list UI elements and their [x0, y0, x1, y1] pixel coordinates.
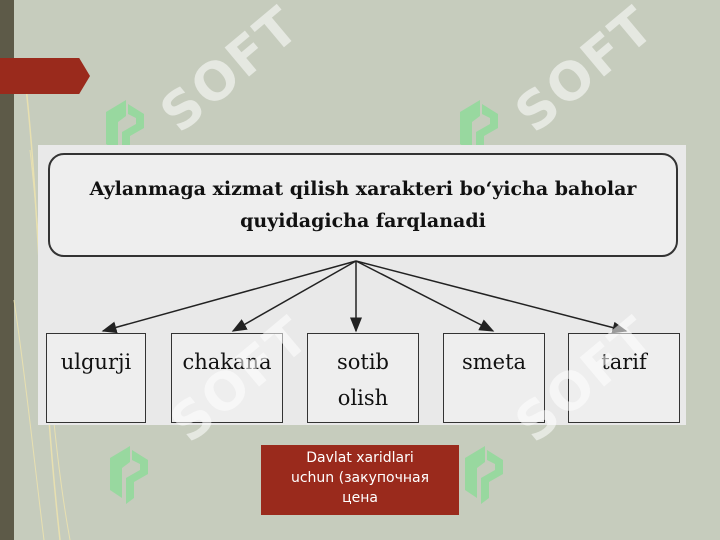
arrow-to-smeta: [355, 260, 495, 332]
category-box-chakana: chakana: [171, 333, 283, 423]
category-box-tarif: tarif: [568, 333, 680, 423]
arrow-to-ulgurji: [101, 260, 357, 334]
left-sidebar-bar: [0, 0, 14, 540]
category-label: smeta: [461, 350, 527, 374]
diagram-title-line2: quyidagicha farqlanadi: [240, 210, 486, 232]
accent-tab: [0, 58, 90, 94]
note-line2: uchun (закупочная: [290, 470, 429, 486]
diagram-arrows: [101, 260, 628, 334]
arrow-to-chakana: [231, 260, 357, 332]
category-label: chakana: [182, 350, 272, 374]
watermark-logo-icon: [460, 100, 498, 158]
note-line1: Davlat xaridlari: [306, 450, 414, 466]
category-label: tarif: [601, 350, 647, 374]
category-box-sotib-olish: sotib olish: [307, 333, 419, 423]
diagram-panel: Aylanmaga xizmat qilish xarakteri bo‘yic…: [38, 145, 686, 425]
category-label: sotib: [336, 350, 390, 374]
diagram-title-box: Aylanmaga xizmat qilish xarakteri bo‘yic…: [48, 153, 678, 257]
arrow-to-tarif: [355, 260, 628, 334]
category-label: ulgurji: [60, 350, 132, 374]
note-box: Davlat xaridlari uchun (закупочная цена: [261, 445, 459, 515]
category-label-line2: olish: [337, 386, 389, 410]
note-line3: цена: [342, 490, 378, 506]
category-box-ulgurji: ulgurji: [46, 333, 146, 423]
watermark-text: SOFT: [504, 0, 667, 145]
watermark-logo-icon: [110, 446, 148, 504]
category-box-smeta: smeta: [443, 333, 545, 423]
watermark-logo-icon: [465, 446, 503, 504]
watermark-text: SOFT: [149, 0, 312, 145]
diagram-title-line1: Aylanmaga xizmat qilish xarakteri bo‘yic…: [89, 178, 637, 200]
watermark-logo-icon: [106, 100, 144, 158]
